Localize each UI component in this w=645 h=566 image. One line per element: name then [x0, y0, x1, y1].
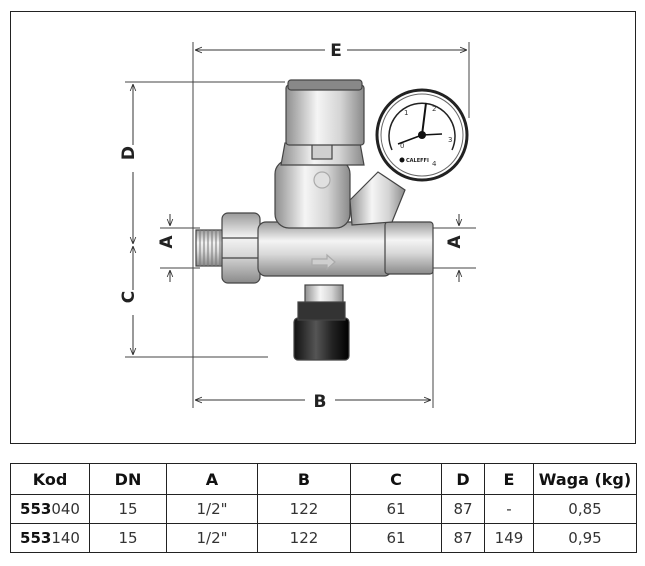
cell-kod: 553040 — [10, 494, 90, 524]
cell-a: 1/2" — [166, 494, 258, 524]
cell-b: 122 — [257, 523, 351, 553]
gauge-tick-2: 2 — [432, 105, 436, 113]
cell-c: 61 — [350, 523, 442, 553]
dim-label-a-left: A — [157, 235, 177, 249]
cell-kod: 553140 — [10, 523, 90, 553]
kod-suffix: 040 — [51, 500, 80, 518]
extension-lines — [125, 42, 476, 408]
cell-dn: 15 — [89, 494, 167, 524]
col-header-dn: DN — [89, 463, 167, 495]
cell-a: 1/2" — [166, 523, 258, 553]
dim-label-b: B — [314, 392, 327, 412]
cell-dn: 15 — [89, 523, 167, 553]
cell-c: 61 — [350, 494, 442, 524]
gauge-brand: CALEFFI — [406, 158, 429, 164]
col-header-c: C — [350, 463, 442, 495]
cell-waga: 0,95 — [533, 523, 637, 553]
pressure-gauge: 0 1 2 3 4 CALEFFI — [375, 88, 469, 182]
col-header-a: A — [166, 463, 258, 495]
dim-label-d: D — [119, 146, 139, 160]
col-header-waga: Waga (kg) — [533, 463, 637, 495]
table-row: 553040 15 1/2" 122 61 87 - 0,85 — [10, 494, 637, 524]
gauge-tick-4: 4 — [432, 160, 437, 168]
col-header-kod: Kod — [10, 463, 90, 495]
cell-d: 87 — [441, 523, 485, 553]
dim-label-c: C — [119, 291, 139, 303]
kod-prefix: 553 — [20, 500, 52, 518]
kod-prefix: 553 — [20, 529, 52, 547]
table-row: 553140 15 1/2" 122 61 87 149 0,95 — [10, 523, 637, 553]
cell-b: 122 — [257, 494, 351, 524]
dimension-lines — [133, 50, 467, 400]
dim-label-e: E — [330, 41, 342, 61]
spec-table: Kod DN A B C D E Waga (kg) 553040 15 1/2… — [10, 463, 637, 553]
gauge-tick-1: 1 — [404, 109, 408, 117]
cell-e: 149 — [484, 523, 534, 553]
col-header-e: E — [484, 463, 534, 495]
col-header-b: B — [257, 463, 351, 495]
col-header-d: D — [441, 463, 485, 495]
valve-illustration — [195, 79, 434, 361]
dim-label-a-right: A — [445, 235, 465, 249]
kod-suffix: 140 — [51, 529, 80, 547]
gauge-tick-0: 0 — [400, 142, 404, 150]
drawing-frame — [10, 11, 636, 444]
cell-d: 87 — [441, 494, 485, 524]
gauge-tick-3: 3 — [448, 136, 452, 144]
technical-drawing: E B D C A A — [119, 41, 476, 412]
cell-e: - — [484, 494, 534, 524]
cell-waga: 0,85 — [533, 494, 637, 524]
table-header-row: Kod DN A B C D E Waga (kg) — [10, 463, 637, 495]
